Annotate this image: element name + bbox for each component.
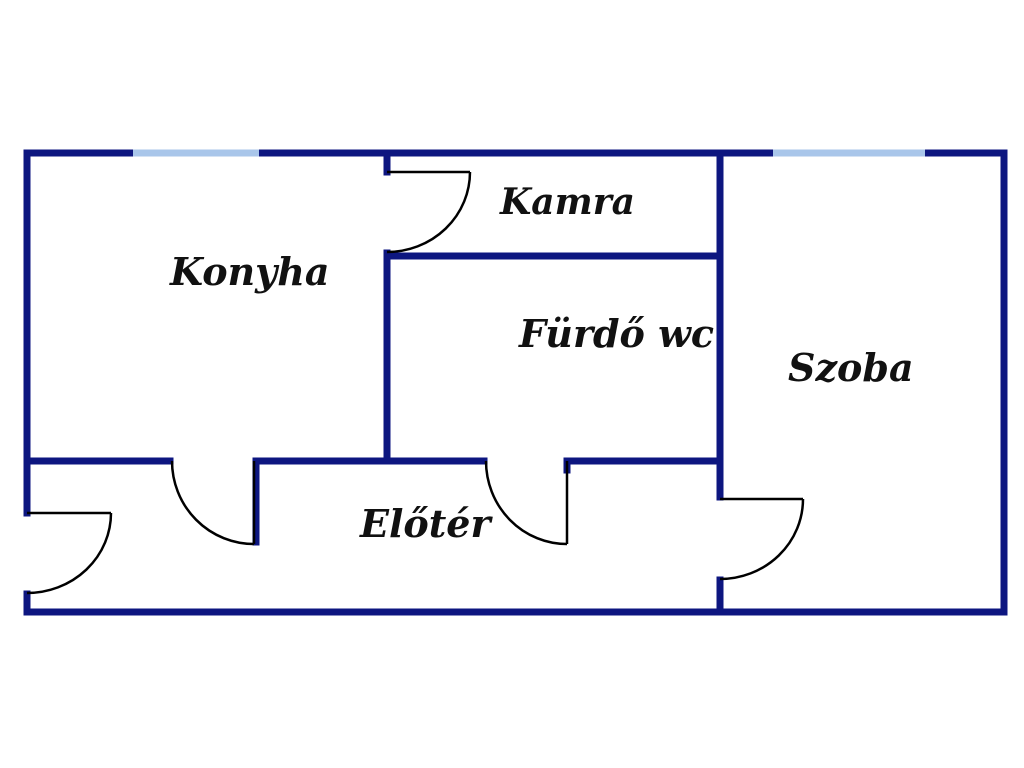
door-kitchen-swing [170,460,255,546]
door-bathroom-swing [484,460,568,546]
door-entrance-swing [26,512,113,595]
door-bathroom [484,460,569,546]
door-kitchen [170,460,256,546]
door-entrance [26,511,113,595]
room-label-konyha: Konyha [169,249,330,294]
room-label-eloter: Előtér [359,501,493,546]
room-labels: Konyha Kamra Fürdő wc Szoba Előtér [169,181,914,546]
door-pantry-swing [386,171,472,254]
room-label-kamra: Kamra [499,181,635,223]
interior-walls [23,149,724,616]
door-pantry [386,170,472,254]
doors [26,170,805,595]
room-label-szoba: Szoba [788,345,914,390]
door-room-swing [719,498,805,581]
door-room [719,497,805,581]
room-label-furdo: Fürdő wc [518,311,714,356]
